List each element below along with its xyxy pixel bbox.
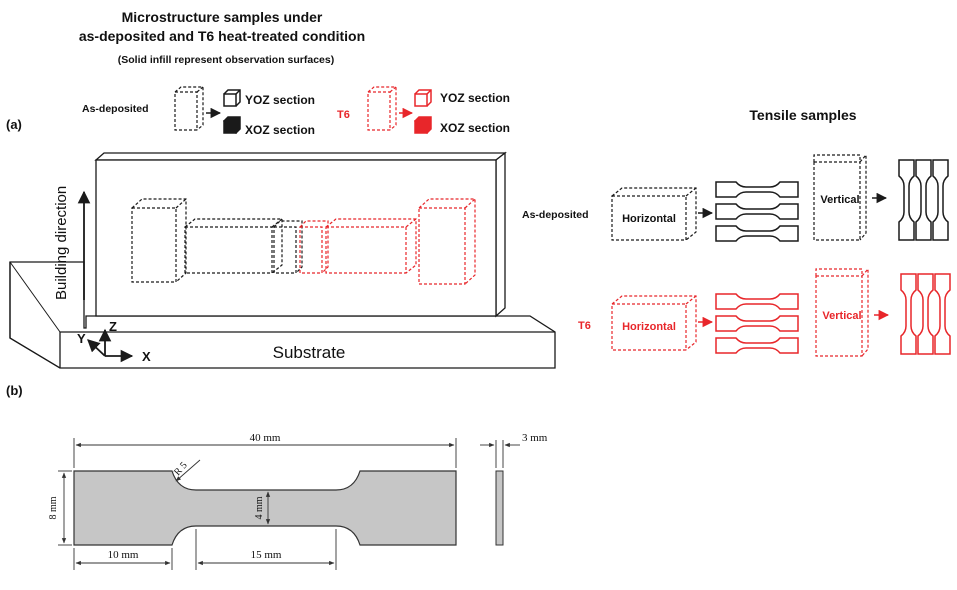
dim-thickness: 3 mm xyxy=(522,432,548,444)
vertical-label-t6: Vertical xyxy=(822,310,861,322)
dogbones-horizontal-red xyxy=(715,293,799,354)
horizontal-label: Horizontal xyxy=(622,213,676,225)
dogbones-horizontal-black xyxy=(715,181,799,242)
panel-a-label: (a) xyxy=(6,117,22,132)
legend-xoz: XOZ section xyxy=(245,123,315,137)
specimen-side-view xyxy=(495,470,504,546)
subtitle: (Solid infill represent observation surf… xyxy=(118,54,334,66)
title-line1: Microstructure samples under xyxy=(122,9,323,25)
substrate xyxy=(9,261,556,369)
xoz-cube-red-icon xyxy=(413,116,432,135)
vertical-block-black xyxy=(813,153,867,241)
tensile-row2-label: T6 xyxy=(578,320,591,332)
legend-as-deposited: As-deposited xyxy=(82,103,149,115)
dim-grip-length: 10 mm xyxy=(108,549,139,561)
tensile-specimen-drawing xyxy=(73,470,457,546)
legend-prism-red xyxy=(367,86,397,131)
legend-prism-black xyxy=(174,86,204,131)
build-plate xyxy=(94,151,507,318)
panel-b-label: (b) xyxy=(6,383,23,398)
xoz-cube-icon xyxy=(222,116,241,135)
legend-t6: T6 xyxy=(337,109,350,121)
axis-x-label: X xyxy=(142,349,151,364)
header: Microstructure samples under as-deposite… xyxy=(79,9,365,66)
dogbones-vertical-black xyxy=(898,159,949,241)
axis-y-label: Y xyxy=(77,331,86,346)
legend-xoz-t6: XOZ section xyxy=(440,121,510,135)
axis-z-label: Z xyxy=(109,319,117,334)
tensile-row1-label: As-deposited xyxy=(522,209,589,221)
dim-gauge-length: 15 mm xyxy=(251,549,282,561)
substrate-label: Substrate xyxy=(273,343,346,362)
horizontal-block-red xyxy=(611,295,697,351)
dogbones-vertical-red xyxy=(900,273,951,355)
dim-total-length: 40 mm xyxy=(250,432,281,444)
title-line2: as-deposited and T6 heat-treated conditi… xyxy=(79,28,365,44)
building-direction-label: Building direction xyxy=(53,186,70,300)
coordinate-axes xyxy=(87,328,134,363)
vertical-label: Vertical xyxy=(820,194,859,206)
dim-radius: R 5 xyxy=(172,460,190,478)
dim-width: 8 mm xyxy=(48,496,59,519)
dim-gauge-width: 4 mm xyxy=(254,496,265,519)
yoz-cube-icon xyxy=(223,89,241,107)
legend-yoz: YOZ section xyxy=(245,93,315,107)
horizontal-label-t6: Horizontal xyxy=(622,321,676,333)
vertical-block-red xyxy=(815,267,869,357)
legend: As-deposited YOZ section XOZ section T6 xyxy=(82,86,510,137)
plate-samples-black xyxy=(131,198,303,283)
yoz-cube-red-icon xyxy=(414,89,432,107)
horizontal-block-black xyxy=(611,187,697,241)
plate-samples-red xyxy=(299,198,476,285)
legend-yoz-t6: YOZ section xyxy=(440,91,510,105)
dimension-lines xyxy=(58,438,520,570)
tensile-title: Tensile samples xyxy=(749,107,856,123)
